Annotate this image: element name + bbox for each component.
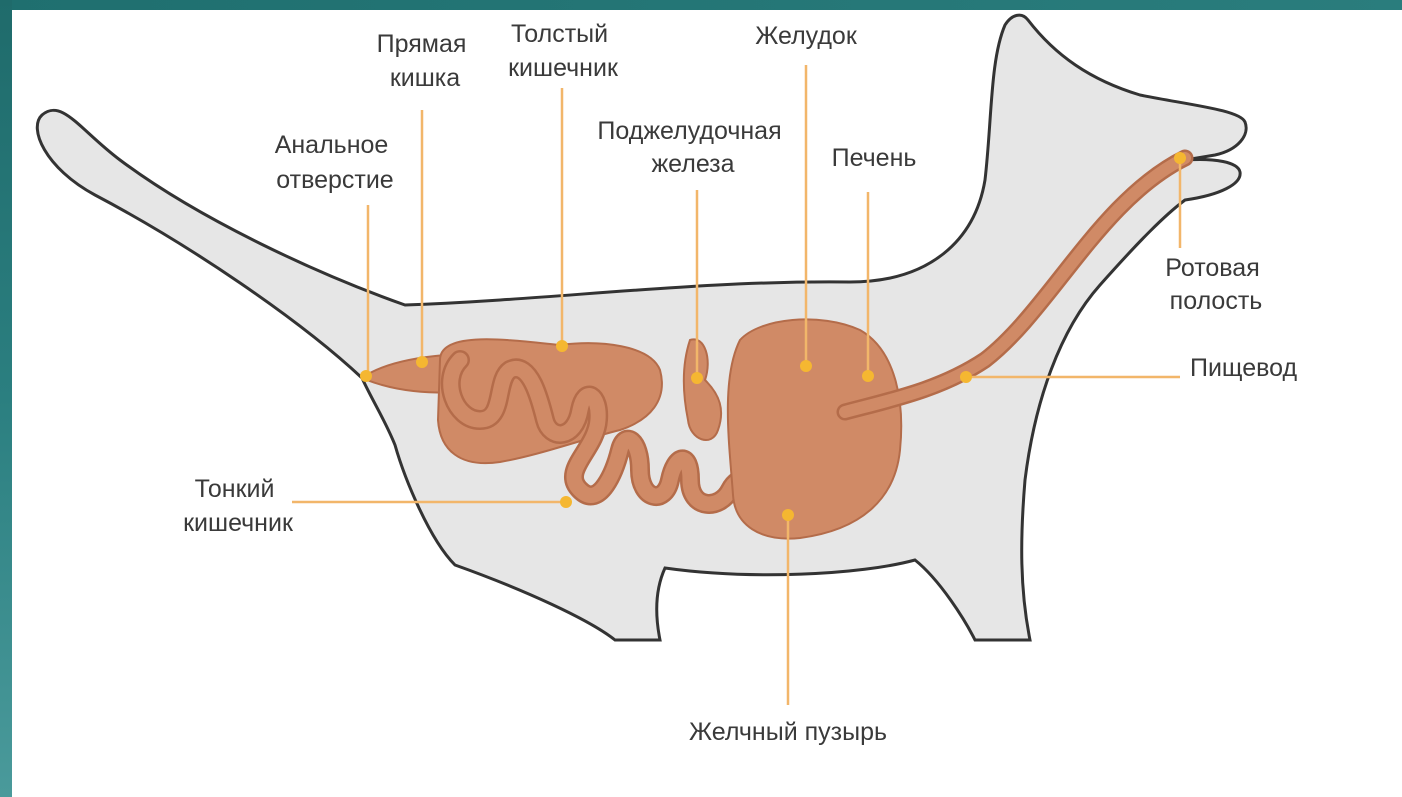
- dot-oral-cavity: [1174, 152, 1186, 164]
- label-stomach: Желудок: [755, 22, 858, 50]
- label-anus: Анальное отверстие: [275, 131, 396, 194]
- label-rectum: Прямая кишка: [377, 30, 474, 92]
- dot-esophagus: [960, 371, 972, 383]
- liver-stomach-shape: [728, 319, 901, 538]
- dot-small-intestine: [560, 496, 572, 508]
- label-large-intestine: Толстый кишечник: [508, 20, 619, 82]
- label-esophagus: Пищевод: [1190, 354, 1297, 382]
- dot-liver: [862, 370, 874, 382]
- dot-anus: [360, 370, 372, 382]
- label-pancreas: Поджелудочная железа: [597, 117, 788, 178]
- dot-stomach: [800, 360, 812, 372]
- label-oral-cavity: Ротовая полость: [1165, 254, 1266, 315]
- label-small-intestine: Тонкий кишечник: [183, 475, 294, 537]
- cat-silhouette: [37, 15, 1246, 640]
- cat-body-outline: [37, 15, 1246, 640]
- dot-large-intestine: [556, 340, 568, 352]
- label-liver: Печень: [832, 144, 917, 172]
- dot-pancreas: [691, 372, 703, 384]
- dot-gallbladder: [782, 509, 794, 521]
- dot-rectum: [416, 356, 428, 368]
- label-gallbladder: Желчный пузырь: [689, 718, 887, 746]
